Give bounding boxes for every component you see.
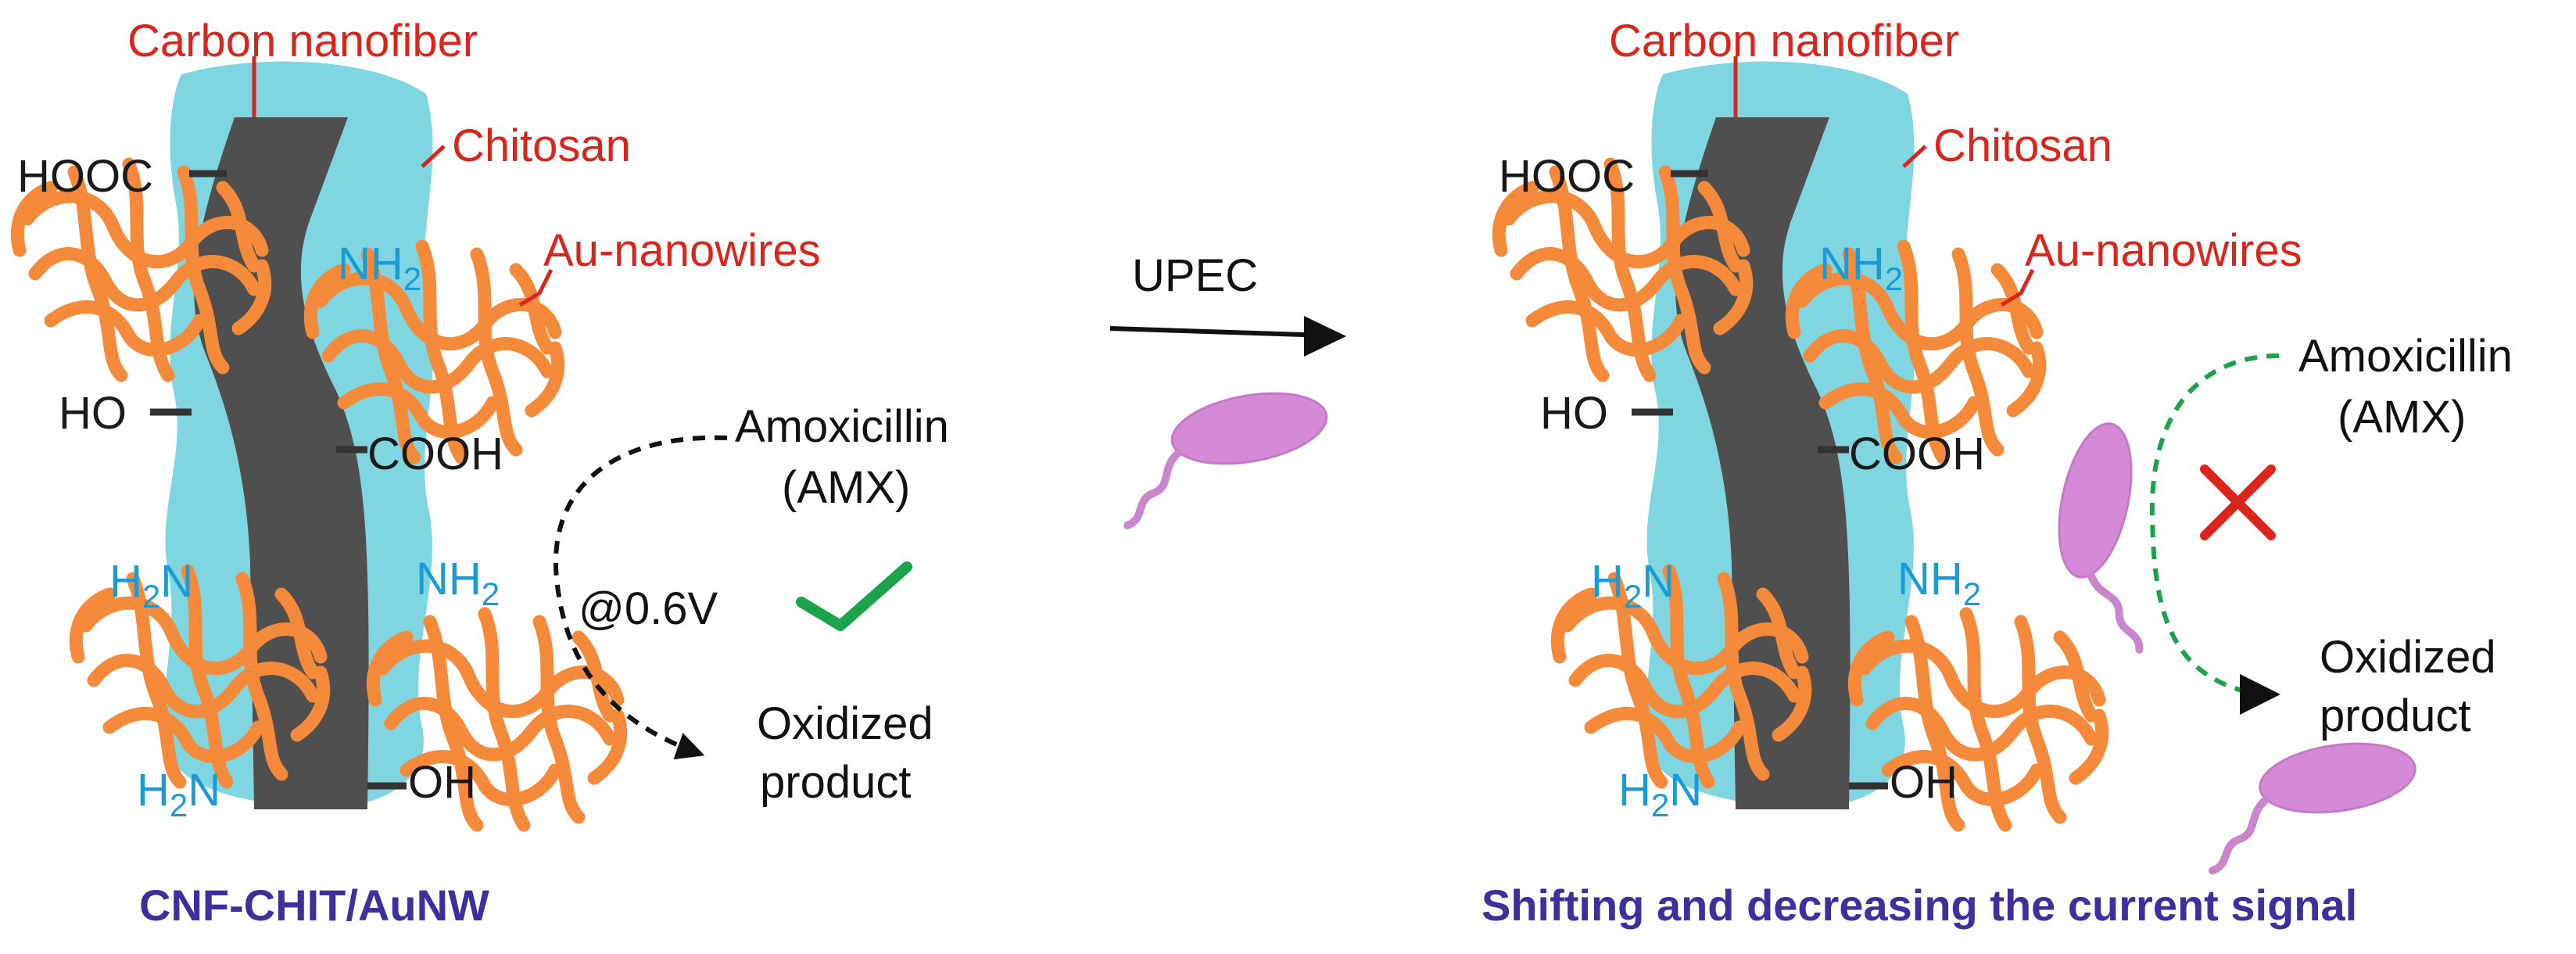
oxidized-label: Oxidized bbox=[2320, 632, 2496, 683]
arrow-head bbox=[1304, 316, 1346, 357]
amx-abbreviation: (AMX) bbox=[782, 462, 910, 513]
oh-group: OH bbox=[1890, 757, 1958, 808]
h2n-group: H2N bbox=[109, 556, 193, 615]
ho-group: HO bbox=[1540, 388, 1608, 439]
hooc-group: HOOC bbox=[1499, 151, 1635, 202]
arrow-icon bbox=[1109, 326, 1305, 337]
chitosan-label: Chitosan bbox=[1933, 120, 2112, 171]
nh2-group: NH2 bbox=[1897, 554, 1981, 612]
ho-group: HO bbox=[59, 388, 127, 439]
bacteria-icon bbox=[2198, 734, 2425, 870]
carbon-nanofiber-label: Carbon nanofiber bbox=[1609, 16, 1959, 66]
aunw-leader-line bbox=[2000, 268, 2035, 307]
chitosan-leader-line bbox=[421, 145, 446, 168]
bacteria-icon bbox=[2035, 417, 2184, 649]
aunw-leader-line bbox=[518, 268, 554, 307]
left-caption: CNF-CHIT/AuNW bbox=[139, 880, 489, 930]
h2n-group: H2N bbox=[137, 765, 220, 823]
carbon-nanofiber bbox=[1675, 117, 1850, 809]
h2n-group: H2N bbox=[1591, 556, 1675, 615]
upec-label: UPEC bbox=[1132, 250, 1258, 301]
carbon-nanofiber-label: Carbon nanofiber bbox=[127, 16, 478, 66]
chitosan-leader-line bbox=[1902, 145, 1927, 168]
bacteria-icon bbox=[1109, 382, 1339, 525]
left-panel: Carbon nanofiber Chitosan Au-nanowires H… bbox=[17, 16, 949, 930]
oxidized-label: Oxidized bbox=[757, 698, 933, 749]
amoxicillin-label: Amoxicillin bbox=[2298, 331, 2513, 382]
blocked-oxidation-path bbox=[2149, 353, 2280, 694]
oxidation-path-arrow bbox=[553, 435, 728, 760]
nh2-group: NH2 bbox=[416, 554, 500, 612]
amx-abbreviation: (AMX) bbox=[2338, 392, 2466, 443]
au-nanowires-label: Au-nanowires bbox=[543, 225, 821, 276]
right-caption: Shifting and decreasing the current sign… bbox=[1481, 880, 2357, 930]
nh2-group: NH2 bbox=[1819, 238, 1903, 297]
h2n-group: H2N bbox=[1618, 765, 1702, 823]
check-icon bbox=[796, 561, 912, 631]
product-label: product bbox=[2320, 690, 2470, 741]
amoxicillin-label: Amoxicillin bbox=[735, 401, 949, 452]
hooc-group: HOOC bbox=[17, 151, 153, 202]
nh2-group: NH2 bbox=[338, 238, 421, 297]
chitosan-label: Chitosan bbox=[452, 120, 631, 171]
cooh-group: COOH bbox=[1849, 429, 1985, 479]
process-arrow: UPEC bbox=[1109, 250, 1346, 525]
arrow-head bbox=[2240, 674, 2280, 715]
right-panel: Carbon nanofiber Chitosan Au-nanowires H… bbox=[1481, 16, 2513, 930]
oh-group: OH bbox=[408, 757, 476, 808]
cross-icon bbox=[2200, 464, 2276, 540]
potential-label: @0.6V bbox=[579, 583, 718, 634]
cooh-group: COOH bbox=[367, 429, 503, 479]
carbon-nanofiber bbox=[194, 117, 369, 809]
product-label: product bbox=[760, 757, 911, 808]
au-nanowires-label: Au-nanowires bbox=[2025, 225, 2302, 276]
